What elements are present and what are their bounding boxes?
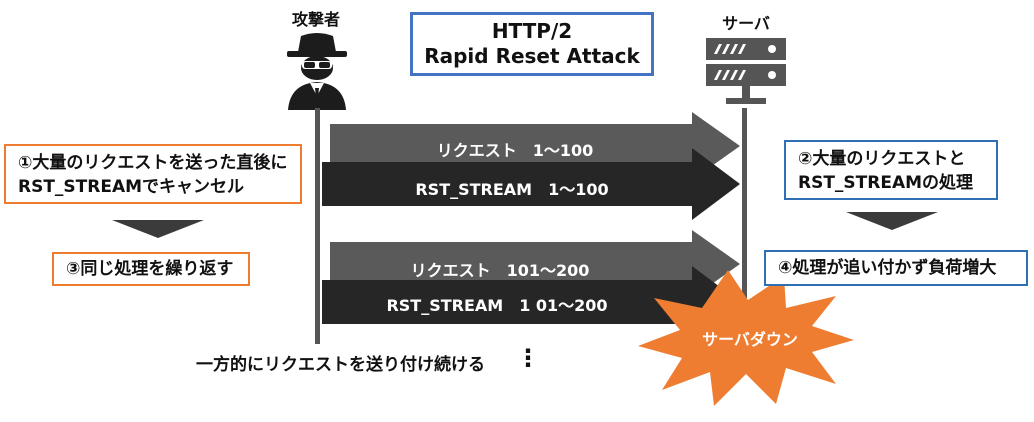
- arrow-rst-2-label: RST_STREAM 1 01～200: [386, 296, 608, 315]
- step2-box: ②大量のリクエストと RST_STREAMの処理: [784, 140, 998, 200]
- continuation-ellipsis: ⋮: [516, 344, 540, 372]
- step1-line-1: ①大量のリクエストを送った直後に: [18, 153, 288, 173]
- server-timeline: [742, 108, 747, 298]
- arrow-rst-2: [322, 266, 740, 338]
- arrow-rst-1-label: RST_STREAM 1～100: [415, 180, 609, 199]
- attacker-label: 攻撃者: [291, 10, 340, 29]
- step1-box: ①大量のリクエストを送った直後に RST_STREAMでキャンセル: [4, 144, 302, 204]
- attacker-timeline: [315, 108, 320, 344]
- server-down-label: サーバダウン: [702, 330, 798, 349]
- arrow-request-1-label: リクエスト 1～100: [436, 141, 594, 160]
- step2-down-chevron: [846, 212, 938, 230]
- server-rack-icon: [706, 38, 786, 104]
- title-line-1: HTTP/2: [491, 19, 573, 43]
- step1-line-2: RST_STREAMでキャンセル: [18, 177, 245, 197]
- arrow-request-2-label: リクエスト 101～200: [410, 261, 590, 280]
- step2-line-1: ②大量のリクエストと: [798, 149, 966, 169]
- diagram-title-box: HTTP/2 Rapid Reset Attack: [410, 12, 654, 76]
- footer-caption: 一方的にリクエストを送り付け続ける: [196, 355, 485, 375]
- step2-line-2: RST_STREAMの処理: [798, 173, 974, 193]
- step3-text: ③同じ処理を繰り返す: [66, 259, 234, 279]
- server-down-burst: [638, 270, 854, 406]
- title-line-2: Rapid Reset Attack: [424, 44, 640, 68]
- server-label: サーバ: [722, 14, 770, 33]
- step4-box: ④処理が追い付かず負荷増大: [764, 250, 1028, 286]
- arrow-rst-1: [322, 148, 740, 220]
- hacker-icon: [287, 33, 347, 110]
- step3-box: ③同じ処理を繰り返す: [52, 252, 250, 286]
- step1-down-chevron: [112, 220, 204, 238]
- step4-text: ④処理が追い付かず負荷増大: [778, 258, 997, 278]
